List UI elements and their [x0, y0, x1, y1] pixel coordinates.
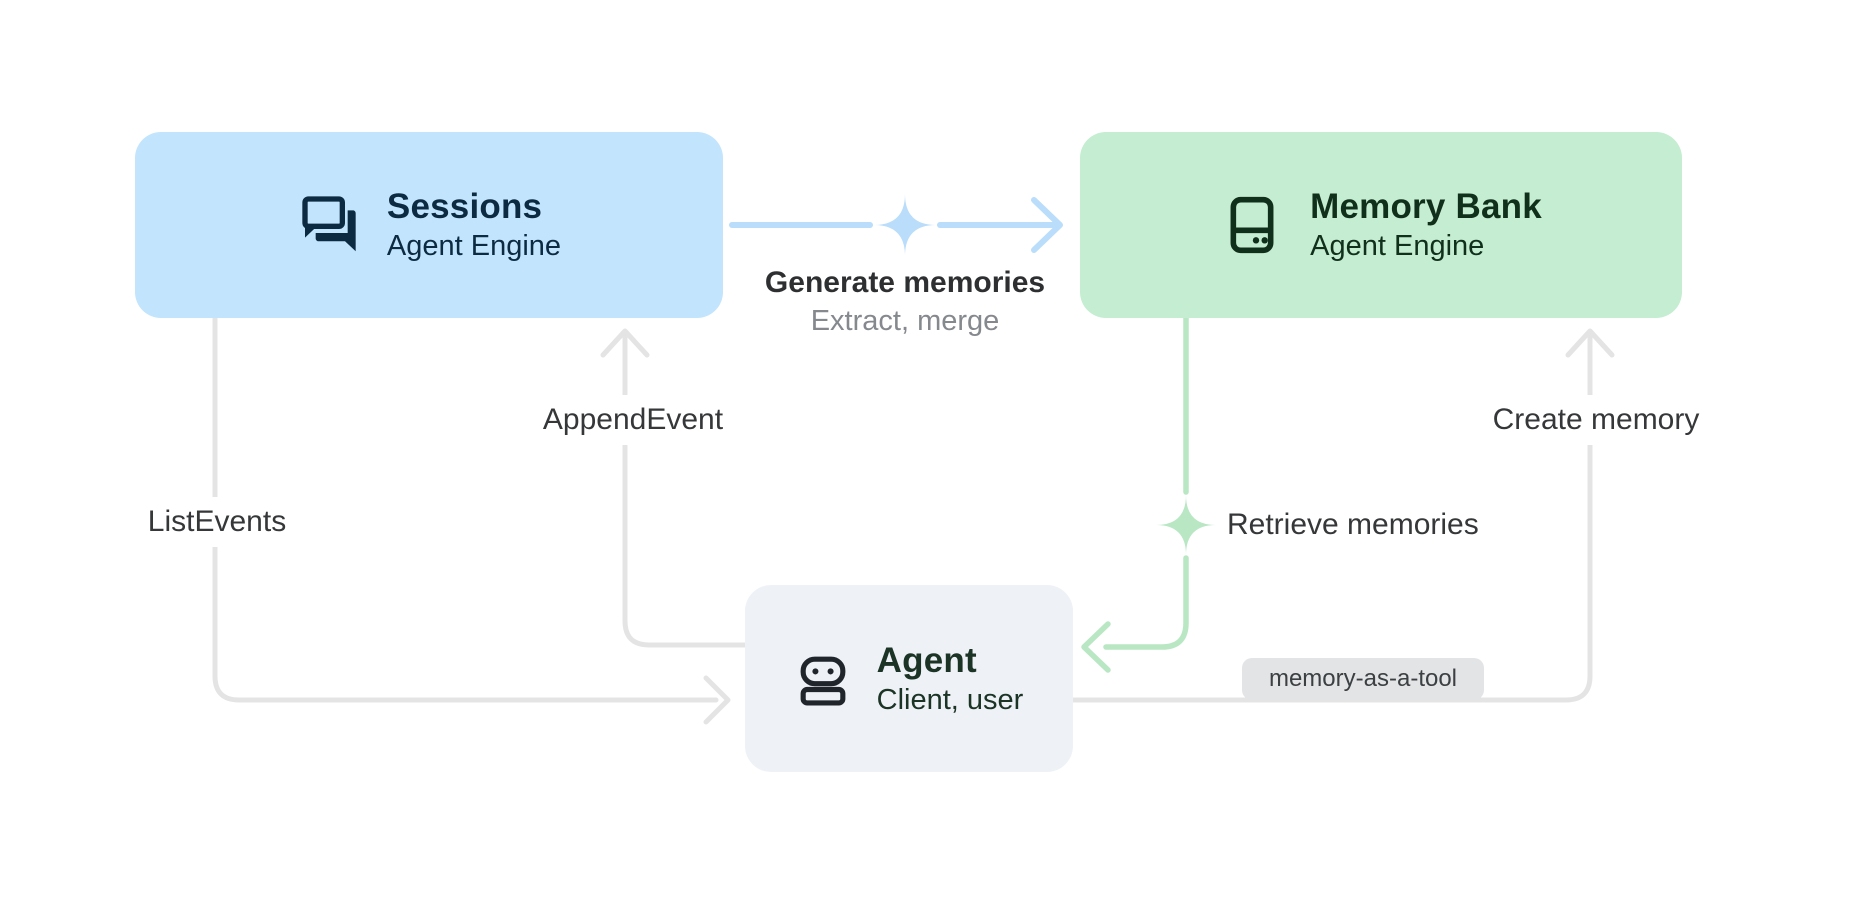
node-agent: Agent Client, user	[745, 585, 1073, 772]
edge-label-list-events: ListEvents	[135, 497, 299, 547]
edge-label-generate-memories: Generate memories Extract, merge	[765, 263, 1045, 341]
edge-generate-memories	[729, 197, 1063, 253]
node-memory-bank: Memory Bank Agent Engine	[1080, 132, 1682, 318]
edge-label-title: Generate memories	[764, 266, 1046, 299]
edge-append-event	[600, 328, 748, 648]
chat-bubbles-icon	[302, 196, 356, 252]
edge-list-events	[212, 315, 731, 725]
sparkle-icon	[874, 194, 936, 256]
memory-storage-icon	[1230, 196, 1274, 254]
node-subtitle: Agent Engine	[1310, 230, 1485, 262]
edge-retrieve-memories	[1081, 315, 1189, 673]
node-title: Sessions	[386, 187, 543, 226]
edge-create-memory	[1070, 328, 1615, 703]
node-title: Agent	[876, 640, 977, 680]
edge-label-create-memory: Create memory	[1480, 395, 1712, 445]
memory-as-a-tool-badge: memory-as-a-tool	[1242, 658, 1484, 700]
edge-label-append-event: AppendEvent	[530, 395, 736, 445]
badge-label: memory-as-a-tool	[1268, 665, 1458, 692]
robot-icon	[800, 656, 846, 705]
node-title: Memory Bank	[1310, 187, 1542, 226]
node-subtitle: Client, user	[876, 683, 1024, 716]
sparkle-icon	[1156, 495, 1216, 555]
node-subtitle: Agent Engine	[386, 230, 562, 262]
edge-label-retrieve-memories: Retrieve memories	[1227, 508, 1479, 541]
edge-label-subtitle: Extract, merge	[810, 305, 1000, 337]
node-sessions: Sessions Agent Engine	[135, 132, 723, 318]
